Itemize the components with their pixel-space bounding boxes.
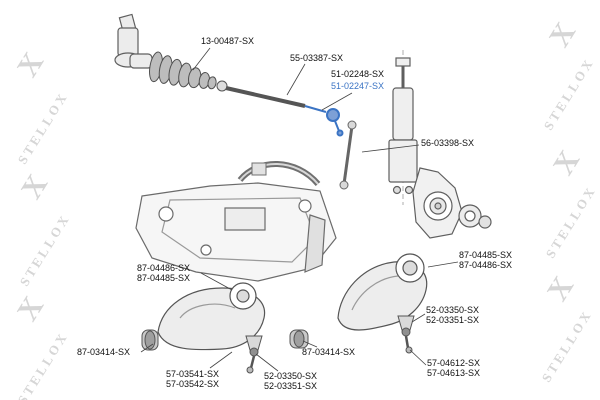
ball-joint-right: [397, 315, 415, 354]
stabilizer-bar: [237, 161, 321, 187]
part-number-label[interactable]: 87-03414-SX: [77, 347, 131, 357]
leader-line: [200, 272, 233, 291]
part-number-label[interactable]: 52-03350-SX: [264, 371, 318, 381]
tie-rod: [216, 80, 306, 108]
tie-rod-end-highlighted: [304, 105, 344, 137]
part-number-label-selected[interactable]: 51-02247-SX: [331, 81, 385, 91]
strut: [388, 50, 418, 205]
control-arm-right: [337, 253, 428, 331]
leader-line: [409, 349, 427, 366]
stabilizer-link: [339, 120, 357, 190]
wheel-bearing: [458, 204, 492, 229]
control-arm-left: [157, 282, 266, 351]
leader-line: [361, 144, 420, 153]
part-number-label[interactable]: 87-04485-SX: [459, 250, 513, 260]
part-number-label[interactable]: 57-03542-SX: [166, 379, 220, 389]
part-number-label[interactable]: 55-03387-SX: [290, 53, 344, 63]
part-number-label[interactable]: 87-04486-SX: [137, 263, 191, 273]
part-number-label[interactable]: 13-00487-SX: [201, 36, 255, 46]
part-number-label[interactable]: 87-04486-SX: [459, 260, 513, 270]
leader-line: [286, 63, 306, 96]
leader-line: [427, 261, 459, 268]
leader-line: [209, 351, 233, 369]
leader-line: [411, 313, 426, 323]
leader-line: [140, 343, 154, 353]
leader-line: [192, 47, 211, 71]
part-number-label[interactable]: 57-04612-SX: [427, 358, 481, 368]
leader-line: [321, 92, 353, 111]
leader-line: [255, 353, 279, 372]
steering-knuckle: [412, 167, 463, 239]
part-number-label[interactable]: 52-03351-SX: [426, 315, 480, 325]
leader-line: [302, 340, 318, 348]
part-number-label[interactable]: 87-04485-SX: [137, 273, 191, 283]
rack-boot: [149, 51, 217, 90]
bushing-middle: [289, 329, 309, 349]
part-number-label[interactable]: 51-02248-SX: [331, 69, 385, 79]
part-number-label[interactable]: 52-03351-SX: [264, 381, 318, 391]
part-number-label[interactable]: 57-03541-SX: [166, 369, 220, 379]
part-number-label[interactable]: 52-03350-SX: [426, 305, 480, 315]
part-number-label[interactable]: 87-03414-SX: [302, 347, 356, 357]
part-number-label[interactable]: 56-03398-SX: [421, 138, 475, 148]
subframe: [135, 182, 337, 282]
part-number-label[interactable]: 57-04613-SX: [427, 368, 481, 378]
ball-joint-left: [245, 335, 263, 374]
